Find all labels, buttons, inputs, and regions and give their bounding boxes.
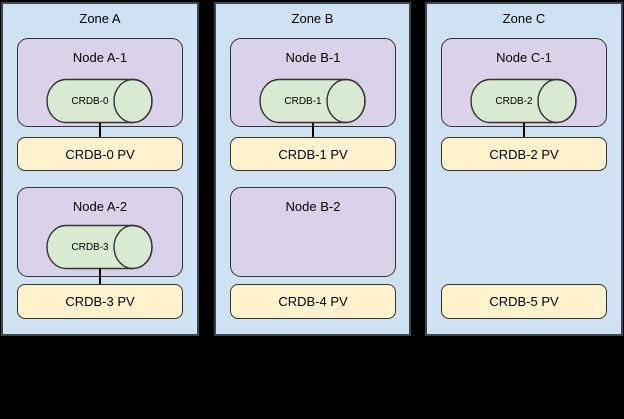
node-b1-title: Node B-1 bbox=[285, 50, 341, 65]
node-b1-box: Node B-1 CRDB-1 bbox=[230, 38, 396, 127]
connector-line bbox=[312, 123, 314, 138]
zone-a-box: Zone A Node A-1 CRDB-0 CRDB-0 PV Node A-… bbox=[1, 2, 199, 336]
zone-b-title: Zone B bbox=[291, 11, 334, 26]
crdb-2-pv-box: CRDB-2 PV bbox=[441, 137, 607, 171]
node-a1-title: Node A-1 bbox=[72, 50, 128, 65]
node-b2-title: Node B-2 bbox=[285, 199, 341, 214]
node-a2-title: Node A-2 bbox=[72, 199, 128, 214]
zone-c-box: Zone C Node C-1 CRDB-2 CRDB-2 PV CRDB-5 … bbox=[425, 2, 623, 336]
node-c1-title: Node C-1 bbox=[496, 50, 552, 65]
crdb-3-pod-cylinder-icon: CRDB-3 bbox=[46, 224, 154, 270]
node-c1-box: Node C-1 CRDB-2 bbox=[441, 38, 607, 127]
node-b2-box: Node B-2 bbox=[230, 187, 396, 277]
node-a2-box: Node A-2 CRDB-3 bbox=[17, 187, 183, 277]
crdb-0-pod-label: CRDB-0 bbox=[71, 95, 109, 107]
zone-b-box: Zone B Node B-1 CRDB-1 CRDB-1 PV Node B-… bbox=[214, 2, 411, 336]
connector-line bbox=[99, 268, 101, 285]
node-a1-box: Node A-1 CRDB-0 bbox=[17, 38, 183, 127]
crdb-0-pv-box: CRDB-0 PV bbox=[17, 137, 183, 171]
crdb-4-pv-box: CRDB-4 PV bbox=[230, 284, 396, 319]
connector-line bbox=[99, 123, 101, 138]
zone-a-title: Zone A bbox=[79, 11, 121, 26]
crdb-1-pod-cylinder-icon: CRDB-1 bbox=[259, 78, 367, 124]
connector-line bbox=[523, 123, 525, 138]
crdb-2-pod-label: CRDB-2 bbox=[495, 95, 533, 107]
crdb-3-pod-label: CRDB-3 bbox=[71, 241, 109, 253]
zone-c-title: Zone C bbox=[502, 11, 546, 26]
crdb-0-pod-cylinder-icon: CRDB-0 bbox=[46, 78, 154, 124]
crdb-3-pv-box: CRDB-3 PV bbox=[17, 284, 183, 319]
crdb-1-pv-box: CRDB-1 PV bbox=[230, 137, 396, 171]
crdb-5-pv-box: CRDB-5 PV bbox=[441, 284, 607, 319]
crdb-2-pod-cylinder-icon: CRDB-2 bbox=[470, 78, 578, 124]
crdb-1-pod-label: CRDB-1 bbox=[284, 95, 322, 107]
